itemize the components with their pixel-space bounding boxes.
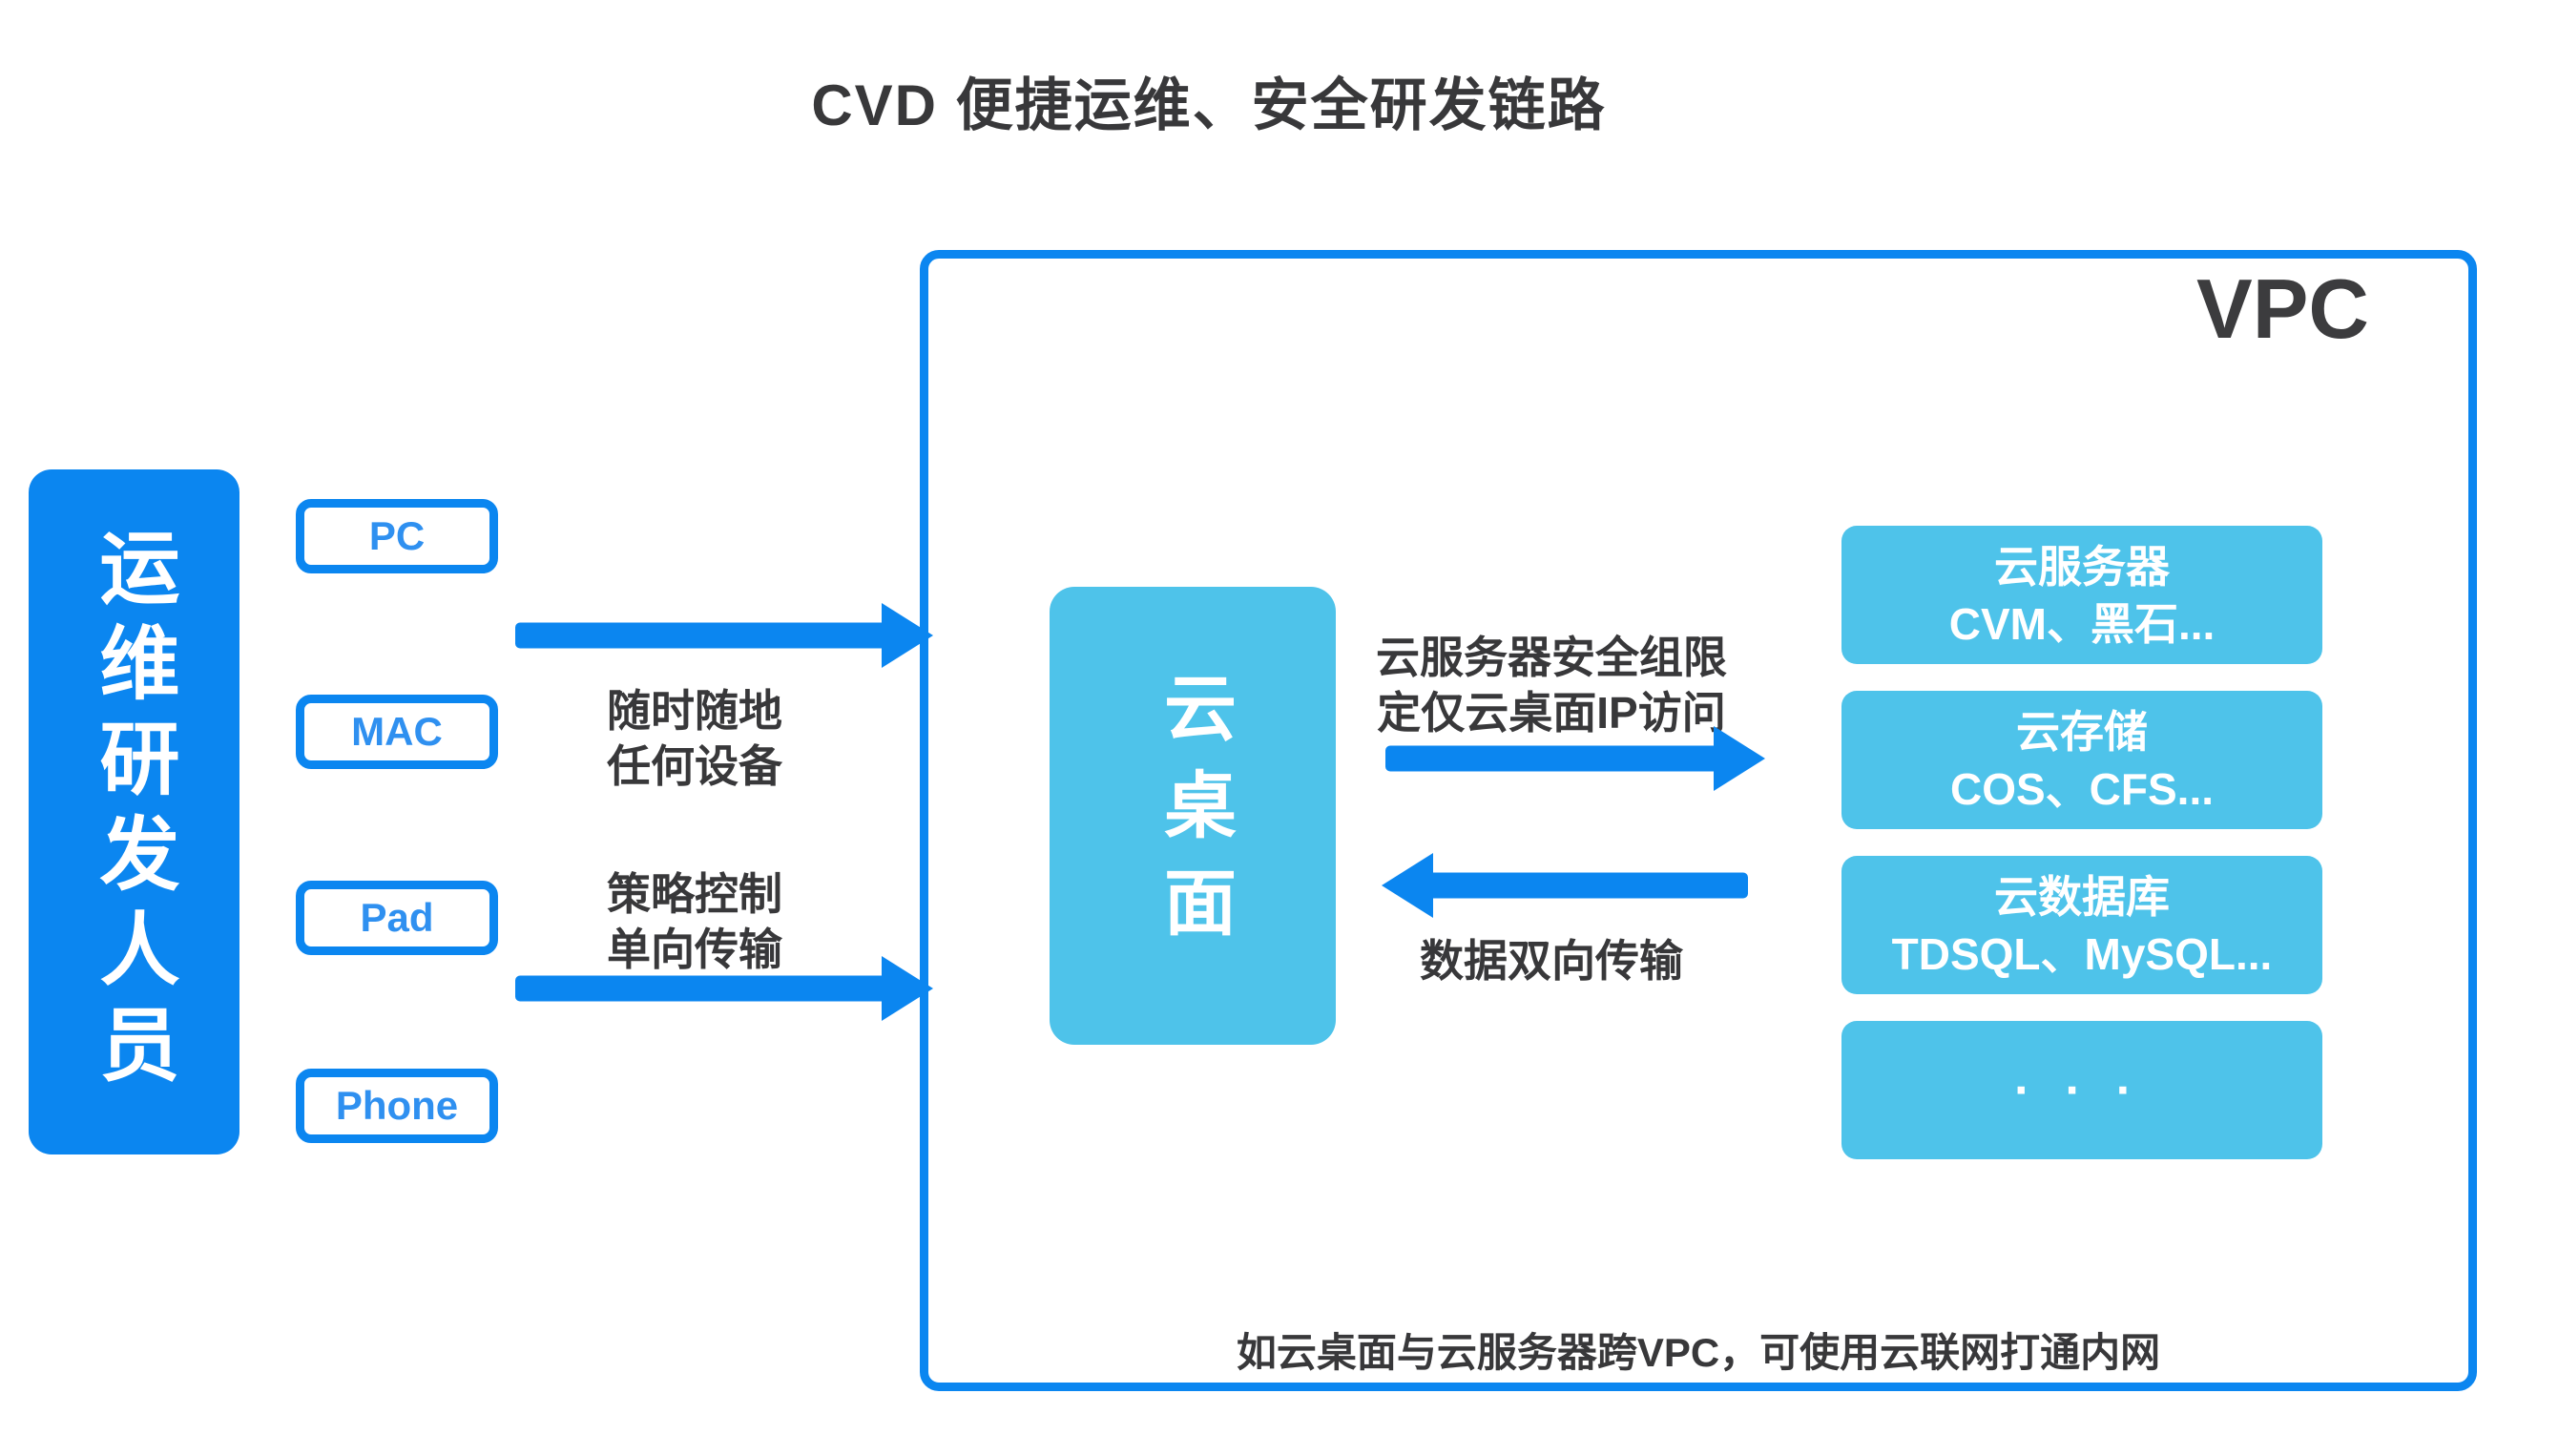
vpc-label: VPC <box>2196 261 2369 356</box>
edge-label-line: 云服务器安全组限 <box>1376 633 1727 682</box>
service-title: 云存储 <box>2016 706 2148 757</box>
service-title: ··· <box>2014 1062 2167 1118</box>
arrow-devices-to-desktop-top <box>515 603 933 668</box>
device-box-pc: PC <box>296 499 498 573</box>
device-box-pad: Pad <box>296 881 498 955</box>
edge-label-policy: 策略控制 单向传输 <box>504 866 885 977</box>
service-subtitle: CVM、黑石... <box>1948 598 2216 649</box>
device-label-phone: Phone <box>335 1083 459 1128</box>
arrow-devices-to-desktop-bottom <box>515 956 933 1021</box>
arrow-shaft <box>1425 872 1748 899</box>
device-label-pad: Pad <box>360 895 434 940</box>
service-box-database: 云数据库 TDSQL、MySQL... <box>1841 856 2322 994</box>
edge-label-line: 策略控制 <box>607 869 782 919</box>
service-box-storage: 云存储 COS、CFS... <box>1841 691 2322 829</box>
arrow-head-icon <box>1714 726 1765 791</box>
device-label-mac: MAC <box>351 709 443 754</box>
service-subtitle: TDSQL、MySQL... <box>1891 928 2273 979</box>
arrow-head-icon <box>882 603 933 668</box>
edge-label-security-group: 云服务器安全组限 定仅云桌面IP访问 <box>1355 630 1748 740</box>
vpc-note: 如云桌面与云服务器跨VPC，可使用云联网打通内网 <box>1236 1330 2161 1375</box>
edge-label-line: 单向传输 <box>607 925 782 974</box>
page-title: CVD 便捷运维、安全研发链路 <box>811 73 1607 137</box>
service-title: 云服务器 <box>1994 541 2170 592</box>
service-title: 云数据库 <box>1994 871 2170 922</box>
device-box-phone: Phone <box>296 1069 498 1143</box>
edge-label-line: 随时随地 <box>607 686 782 736</box>
ops-person-box: 运维研发人员 <box>29 469 239 1154</box>
edge-label-line: 任何设备 <box>607 741 782 791</box>
edge-label-line: 定仅云桌面IP访问 <box>1377 688 1726 738</box>
vpc-boundary <box>920 250 2477 1391</box>
arrow-services-to-desktop <box>1382 853 1748 918</box>
arrow-head-icon <box>1382 853 1433 918</box>
service-box-more: ··· <box>1841 1021 2322 1159</box>
service-box-cvm: 云服务器 CVM、黑石... <box>1841 526 2322 664</box>
device-box-mac: MAC <box>296 695 498 769</box>
service-subtitle: COS、CFS... <box>1949 763 2215 814</box>
cloud-desktop-box: 云桌面 <box>1050 587 1336 1045</box>
ops-person-label: 运维研发人员 <box>89 526 178 1098</box>
arrow-shaft <box>1385 745 1721 772</box>
arrow-shaft <box>515 975 889 1002</box>
cloud-desktop-label: 云桌面 <box>1153 670 1234 962</box>
arrow-shaft <box>515 622 889 649</box>
arrow-head-icon <box>882 956 933 1021</box>
edge-label-anytime: 随时随地 任何设备 <box>504 683 885 794</box>
edge-label-bidirectional: 数据双向传输 <box>1420 936 1683 986</box>
device-label-pc: PC <box>368 513 426 558</box>
arrow-desktop-to-services <box>1385 726 1765 791</box>
